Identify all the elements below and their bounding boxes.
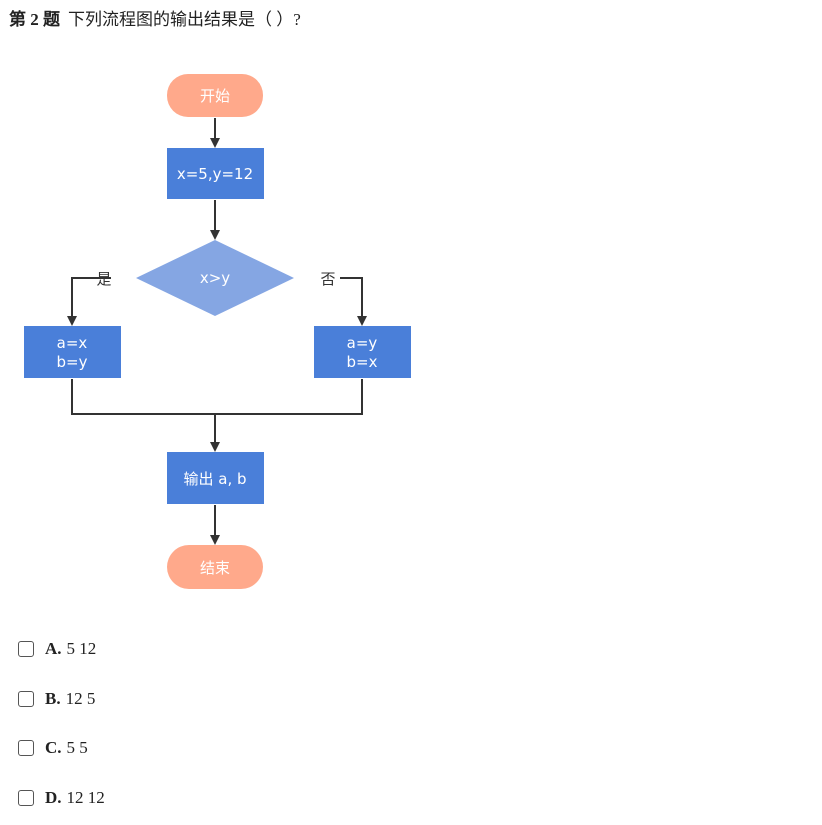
option-d-letter: D. xyxy=(45,788,62,807)
condition-decision xyxy=(136,240,294,316)
flow-connectors xyxy=(67,118,367,545)
option-b[interactable]: B. 12 5 xyxy=(18,686,95,712)
option-c[interactable]: C. 5 5 xyxy=(18,735,88,761)
yes-label: 是 xyxy=(96,270,111,288)
arrow-yes-branch xyxy=(67,277,111,326)
option-a-checkbox[interactable] xyxy=(18,641,34,657)
option-b-text: 12 5 xyxy=(65,689,96,708)
condition-text: x>y xyxy=(200,269,230,287)
option-a-text: 5 12 xyxy=(66,639,97,658)
no-process xyxy=(314,326,411,378)
option-c-checkbox[interactable] xyxy=(18,740,34,756)
merge-line xyxy=(71,379,363,415)
option-d[interactable]: D. 12 12 xyxy=(18,785,105,811)
option-c-text: 5 5 xyxy=(66,738,88,757)
option-d-text: 12 12 xyxy=(66,788,105,807)
option-a[interactable]: A. 5 12 xyxy=(18,636,96,662)
yes-box-line-1: a=x xyxy=(57,334,88,352)
no-box-line-2: b=x xyxy=(347,353,378,371)
question-text: 下列流程图的输出结果是（ ）? xyxy=(68,10,301,29)
output-text: 输出 a, b xyxy=(183,470,246,488)
no-label: 否 xyxy=(320,270,335,288)
yes-box-line-2: b=y xyxy=(57,353,88,371)
question-header: 第 2 题下列流程图的输出结果是（ ）? xyxy=(9,8,301,32)
option-a-letter: A. xyxy=(45,639,62,658)
start-terminal xyxy=(167,74,263,117)
arrow-no-branch xyxy=(340,277,367,326)
option-b-checkbox[interactable] xyxy=(18,691,34,707)
output-process xyxy=(167,452,264,504)
no-box-line-1: a=y xyxy=(347,334,378,352)
start-text: 开始 xyxy=(200,87,230,105)
init-process xyxy=(167,148,264,199)
init-text: x=5,y=12 xyxy=(177,165,253,183)
question-number: 第 2 题 xyxy=(9,10,60,29)
yes-process xyxy=(24,326,121,378)
flowchart: 开始 x=5,y=12 x>y 是 否 a=x b=y a=y b=x 输出 a… xyxy=(24,74,411,589)
end-terminal xyxy=(167,545,263,589)
option-c-letter: C. xyxy=(45,738,62,757)
option-d-checkbox[interactable] xyxy=(18,790,34,806)
end-text: 结束 xyxy=(200,559,230,577)
option-b-letter: B. xyxy=(45,689,61,708)
